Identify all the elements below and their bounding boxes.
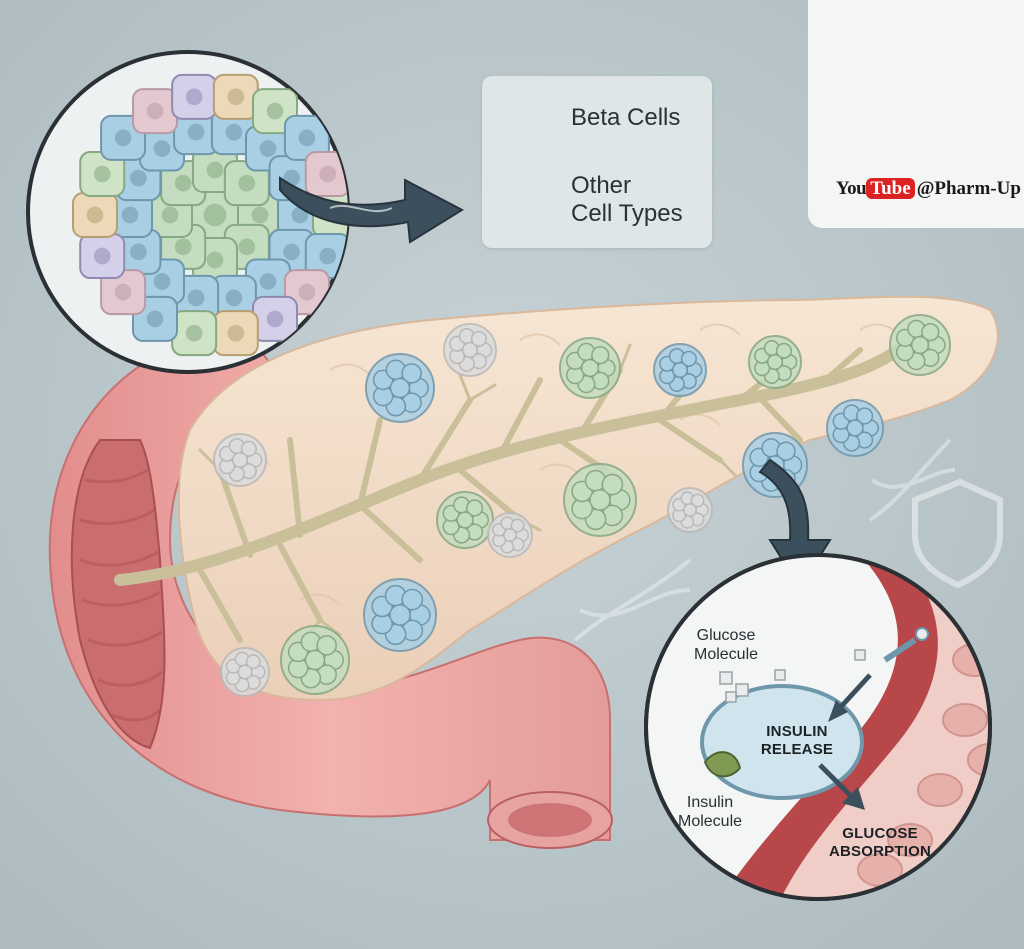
islet-cluster: [363, 578, 437, 652]
islet-cluster: [889, 314, 951, 376]
islet-cluster: [826, 399, 884, 457]
glucose-absorption-label-line1: GLUCOSE: [842, 825, 918, 842]
glucose-molecule-label-line1: Glucose: [696, 627, 756, 644]
insulin-molecule-label-line2: Molecule: [677, 813, 743, 830]
islet-cluster: [443, 323, 497, 377]
legend-label-beta-cells: Beta Cells: [571, 104, 681, 131]
islet-cluster: [653, 343, 707, 397]
glucose-absorption-label-line2: ABSORPTION: [828, 843, 931, 860]
islet-cluster: [436, 491, 494, 549]
insulin-detail-circle: [644, 553, 992, 901]
islet-cluster: [365, 353, 435, 423]
duodenum: [48, 328, 613, 849]
youtube-tube-badge: Tube: [866, 178, 915, 199]
islet-cluster: [487, 512, 533, 558]
insulin-molecule-label-line1: Insulin: [686, 794, 734, 811]
dna-decoration-icon: [573, 438, 956, 642]
islet-zoom-circle: [26, 50, 350, 374]
insulin-release-label-line2: RELEASE: [760, 741, 834, 758]
legend-label-other-line2: Cell Types: [571, 200, 683, 227]
islet-clusters: [213, 314, 951, 697]
insulin-release-label-line1: INSULIN: [766, 723, 828, 740]
brand-card: [808, 0, 1024, 228]
shield-icon: [912, 478, 1003, 589]
channel-handle: @Pharm-Up: [916, 178, 1021, 199]
islet-cluster: [213, 433, 267, 487]
islet-cluster: [220, 647, 270, 697]
islet-cluster: [748, 335, 802, 389]
arrow-right-icon: [279, 176, 465, 244]
islet-cluster: [280, 625, 350, 695]
glucose-molecule-label-line2: Molecule: [693, 646, 759, 663]
islet-cluster: [563, 463, 637, 537]
legend-panel: Beta Cells Other Cell Types: [482, 76, 712, 248]
islet-cluster: [667, 487, 713, 533]
legend-label-other-line1: Other: [571, 172, 632, 199]
islet-cluster: [559, 337, 621, 399]
youtube-you-text: You: [836, 178, 867, 199]
